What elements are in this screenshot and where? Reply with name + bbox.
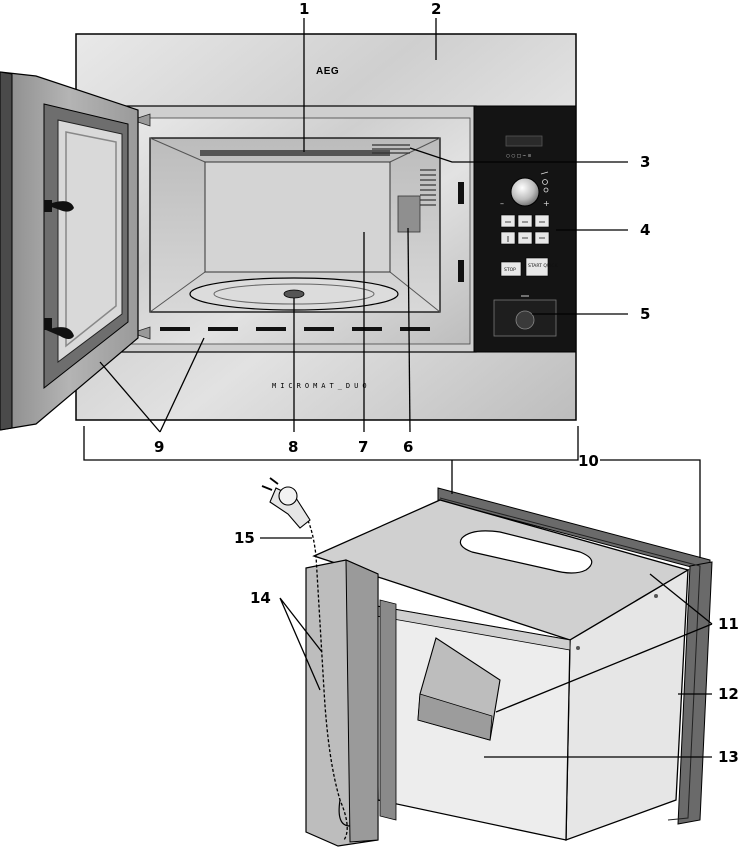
function-buttons[interactable] [500, 214, 550, 245]
side-rail-face [345, 559, 379, 843]
knob-minus: – [500, 199, 504, 208]
door-release-button[interactable] [515, 310, 535, 330]
display-symbols: ○ ○ □ ~ ≡ [506, 154, 532, 159]
latch-hole-lower [458, 260, 464, 282]
mains-cable-loop [338, 799, 351, 827]
stop-button[interactable] [500, 261, 522, 277]
control-panel: ○ ○ □ ~ ≡ – + STOP START QUICK [473, 105, 577, 353]
callout-15: 15 [234, 529, 255, 547]
callout-2: 2 [431, 0, 441, 18]
microwave-front: AEG MICROMAT_DUO ○ ○ □ ~ ≡ – + [75, 33, 577, 421]
callout-4: 4 [640, 221, 650, 239]
start-quick-button[interactable] [525, 257, 549, 277]
door-hook-upper [46, 201, 74, 212]
door-hook-lower [46, 327, 74, 339]
callout-6: 6 [403, 438, 413, 456]
trim-strip-inner [439, 497, 701, 821]
latch-hole-upper [458, 182, 464, 204]
knob-indicators [540, 171, 549, 193]
screw-c [576, 646, 580, 650]
mains-plug [261, 477, 311, 529]
door-window [57, 119, 123, 363]
door-hinge-bar-lower [44, 318, 52, 330]
hinge-tabs [130, 113, 151, 340]
knob-plus: + [543, 199, 550, 208]
start-quick-label: START QUICK [528, 263, 559, 269]
control-knob[interactable] [510, 177, 540, 207]
brand-logo: AEG [316, 66, 339, 77]
waveguide-cover [397, 195, 421, 233]
screw-a [654, 594, 658, 598]
display [505, 135, 543, 147]
door-seal-slots [160, 327, 430, 331]
top-cutout [459, 530, 593, 574]
callout-10: 10 [578, 452, 599, 470]
callout-13: 13 [718, 748, 739, 766]
mounting-bracket-front [417, 693, 493, 741]
door-choke-seal [65, 131, 117, 348]
stop-button-label: STOP [504, 267, 516, 273]
cavity-back-wall [204, 161, 391, 273]
mounting-frame-view [261, 477, 713, 847]
open-door [0, 71, 139, 431]
callout-12: 12 [718, 685, 739, 703]
leader-10 [83, 426, 701, 558]
model-name: MICROMAT_DUO [272, 382, 371, 390]
callout-8: 8 [288, 438, 298, 456]
callout-9: 9 [154, 438, 164, 456]
door-side-edge [0, 71, 13, 431]
leader-6 [407, 227, 411, 433]
leader-14 [279, 597, 323, 691]
callout-7: 7 [358, 438, 368, 456]
mains-cable [299, 507, 348, 841]
door-hinge-bar-upper [44, 200, 52, 212]
grill-element [200, 150, 390, 156]
vent-slots [372, 144, 436, 206]
leader-9 [99, 337, 205, 433]
callout-1: 1 [299, 0, 309, 18]
callout-14: 14 [250, 589, 271, 607]
callout-labels: 1 2 3 4 5 6 7 8 9 10 11 12 13 14 15 [154, 0, 739, 766]
callout-11: 11 [718, 615, 739, 633]
leader-3 [409, 147, 628, 163]
callout-3: 3 [640, 153, 650, 171]
turntable-drive [283, 289, 305, 299]
leader-lines [83, 18, 713, 758]
leader-11 [495, 573, 713, 713]
callout-5: 5 [640, 305, 650, 323]
side-rail-slot [379, 599, 397, 821]
